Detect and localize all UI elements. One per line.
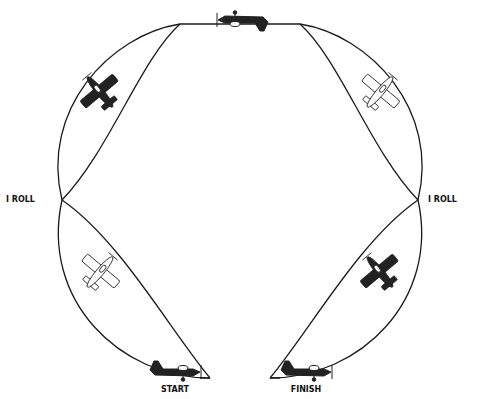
maneuver-label: I ROLL bbox=[428, 196, 474, 204]
maneuver-label: FINISH bbox=[281, 386, 331, 394]
flight-path bbox=[58, 24, 422, 378]
maneuver-label: START bbox=[150, 386, 200, 394]
airplane-top-view bbox=[71, 243, 129, 301]
airplane-side-view bbox=[217, 11, 268, 31]
airplane-side-view bbox=[281, 361, 332, 381]
airplane-side-view bbox=[150, 361, 201, 381]
airplane-top-view bbox=[351, 243, 409, 301]
airplane-top-view bbox=[71, 63, 129, 121]
airplane-top-view bbox=[351, 63, 409, 121]
maneuver-label: I ROLL bbox=[6, 196, 52, 204]
